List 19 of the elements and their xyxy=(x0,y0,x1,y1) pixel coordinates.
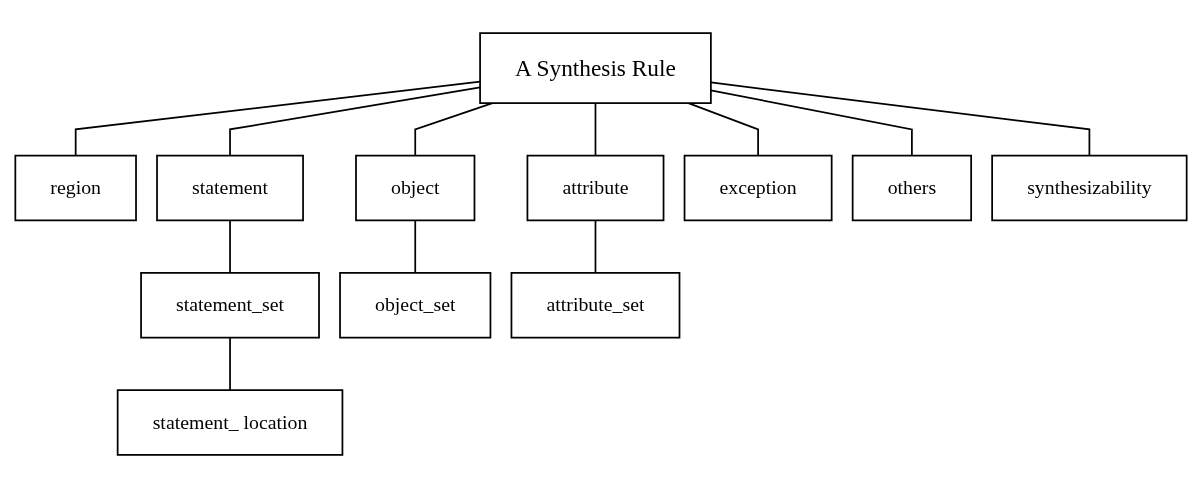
node-box: statement_set xyxy=(139,271,320,338)
connector xyxy=(228,219,231,274)
node-box: object xyxy=(354,154,475,221)
node-box: synthesizability xyxy=(990,154,1188,221)
connector xyxy=(594,101,596,156)
node-box: object_set xyxy=(338,271,491,338)
node-box: others xyxy=(851,154,972,221)
node-box: attribute_set xyxy=(510,271,680,338)
connector xyxy=(687,101,759,156)
node-box: statement_ location xyxy=(116,388,343,456)
node-box: statement xyxy=(155,154,304,221)
connector xyxy=(228,336,231,391)
node-box: exception xyxy=(683,154,833,221)
connector xyxy=(413,219,416,274)
node-box: A Synthesis Rule xyxy=(478,31,712,104)
node-box: attribute xyxy=(526,154,664,221)
node-box: region xyxy=(13,154,137,221)
connector xyxy=(413,101,493,156)
connector xyxy=(594,219,596,274)
